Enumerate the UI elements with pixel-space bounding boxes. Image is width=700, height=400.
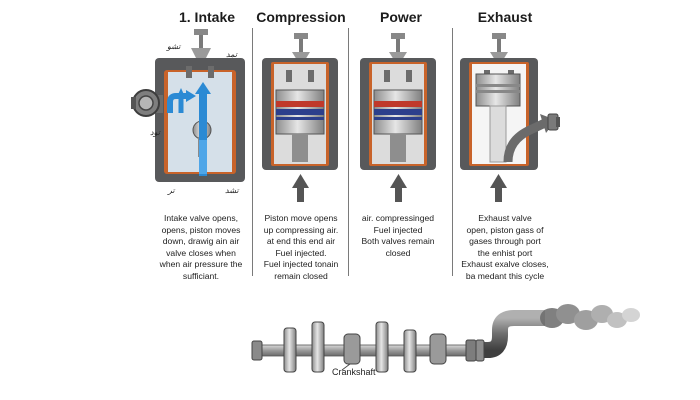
description-line: Fuel injected tonain — [263, 259, 339, 270]
stage-title-exhaust: Exhaust — [477, 9, 533, 25]
stage-divider — [252, 28, 253, 276]
intake-label-left: تود — [150, 128, 160, 137]
description-line: open, piston gass of — [466, 224, 544, 235]
description-line: Piston move opens — [264, 213, 338, 223]
description-line: up compressing air. — [263, 224, 339, 235]
crankshaft — [251, 304, 640, 373]
description-line: down, drawig ain air — [162, 236, 240, 247]
stage-title-intake: 1. Intake — [178, 9, 236, 25]
description-line: Fuel injected. — [275, 247, 327, 258]
intake-label-bottom-left: تر — [168, 186, 175, 195]
description-line: Exhaust valve — [478, 213, 532, 223]
intake-label-bottom-right: تشد — [225, 186, 239, 195]
description-line: Fuel injected — [373, 224, 423, 235]
power-cylinder — [360, 33, 436, 202]
description-line: the enhist port — [477, 247, 533, 258]
description-line: valve closes when — [166, 247, 236, 258]
stage-description-power: air. compressinged Fuel injected Both va… — [339, 213, 457, 259]
stage-title-power: Power — [379, 9, 422, 25]
description-line: Exhaust exalve closes, — [461, 259, 549, 270]
description-line: remain closed — [274, 270, 328, 281]
exhaust-arrow-icon — [490, 174, 507, 202]
intake-label-top-left: تشو — [167, 42, 181, 51]
description-line: closed — [385, 247, 411, 258]
intake-label-top-right: تمد — [226, 50, 238, 59]
compression-cylinder — [262, 33, 338, 170]
description-line: at end this end air — [266, 236, 336, 247]
power-arrow-icon — [390, 174, 407, 202]
description-line: Intake valve opens, — [163, 213, 239, 223]
description-line: ba medant this cycle — [465, 270, 545, 281]
compression-arrow-icon — [292, 174, 309, 202]
crankshaft-label: Crankshaft — [332, 367, 376, 377]
exhaust-cylinder — [460, 33, 560, 202]
stage-description-intake: Intake valve opens, opens, piston moves … — [142, 213, 260, 283]
exhaust-cap-icon — [547, 113, 560, 131]
description-line: sufficiant. — [182, 270, 220, 281]
stage-divider — [348, 28, 349, 276]
stage-description-compression: Piston move opens up compressing air. at… — [242, 213, 360, 283]
stage-divider — [452, 28, 453, 276]
intake-gear-icon — [131, 89, 160, 117]
exhaust-smoke — [540, 304, 640, 330]
description-line: gases through port — [469, 236, 541, 247]
description-line: Both valves remain — [361, 236, 435, 247]
description-line: air. compressinged — [361, 213, 435, 223]
stage-title-compression: Compression — [256, 9, 346, 25]
intake-cylinder — [131, 29, 245, 182]
stage-description-exhaust: Exhaust valve open, piston gass of gases… — [446, 213, 564, 283]
description-line: when air pressure the — [159, 259, 243, 270]
description-line: opens, piston moves — [161, 224, 241, 235]
